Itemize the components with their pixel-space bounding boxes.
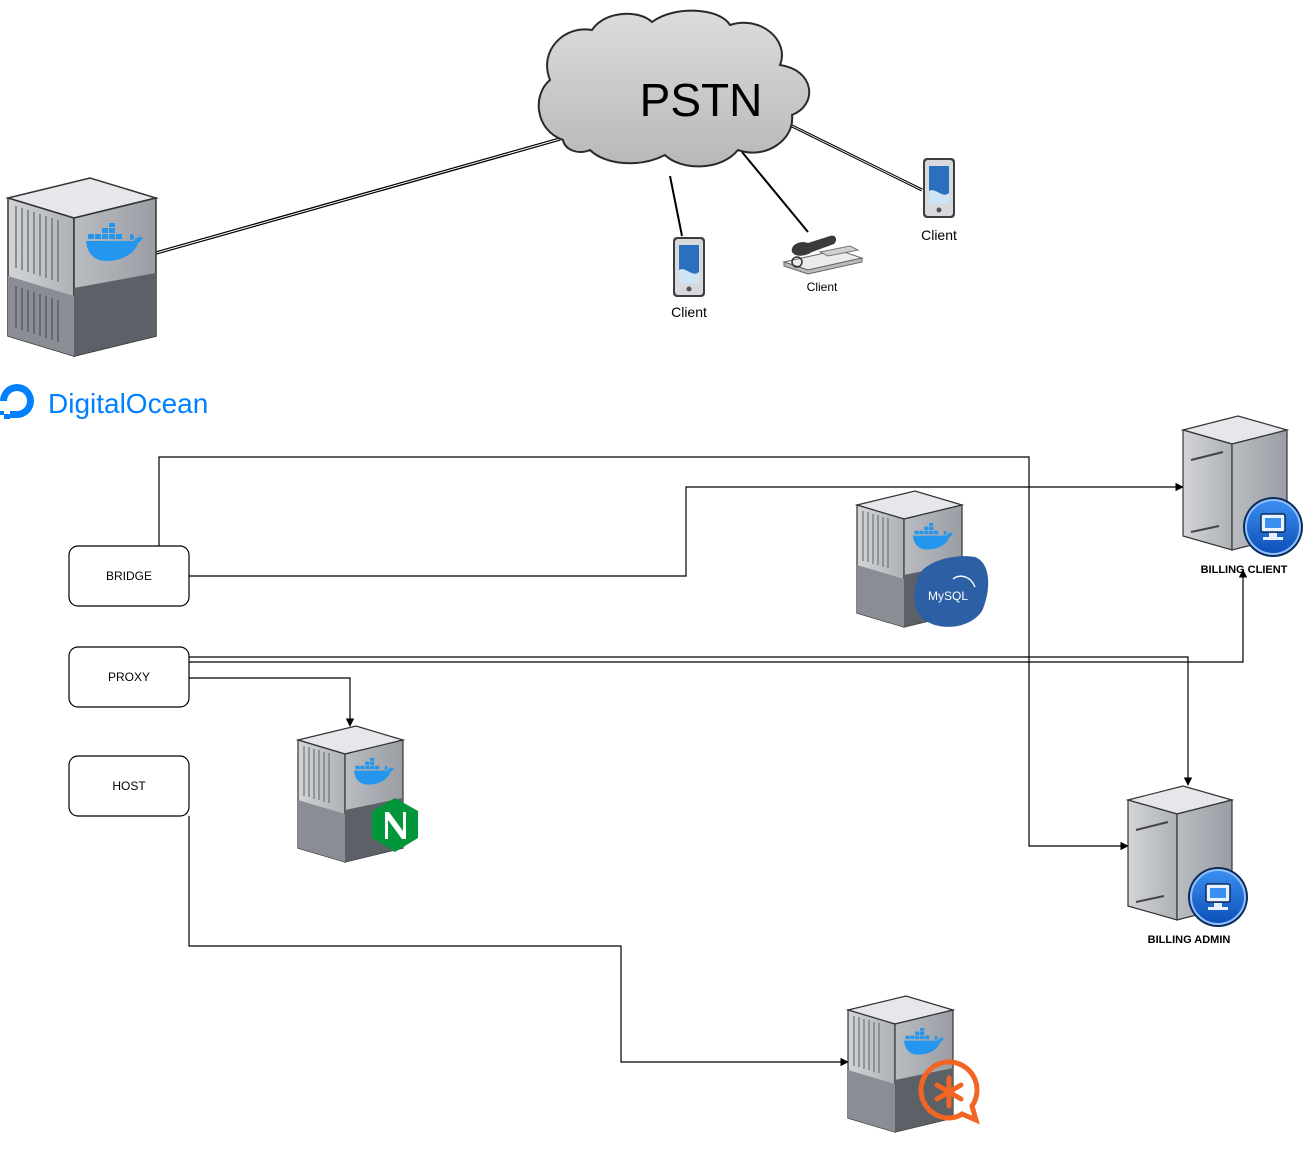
network-box bbox=[68, 545, 190, 607]
connector-proxy-billing-client bbox=[189, 569, 1248, 663]
link-pstn-client-1 bbox=[669, 175, 683, 237]
client-mobile-1: Client bbox=[671, 237, 707, 320]
pstn-cloud: PSTN bbox=[537, 9, 811, 168]
smartphone-icon bbox=[923, 158, 955, 218]
cloud-shape bbox=[537, 9, 811, 168]
brand-name: DigitalOcean bbox=[48, 388, 208, 419]
connector-bridge-billing-client bbox=[189, 482, 1184, 577]
network-label: BRIDGE bbox=[106, 569, 152, 583]
pstn-links bbox=[155, 123, 923, 255]
billing-admin-server: BILLING ADMIN bbox=[1125, 785, 1248, 946]
network-bridge: BRIDGE bbox=[68, 545, 190, 607]
nginx-server bbox=[295, 725, 418, 863]
client-label: Client bbox=[671, 304, 707, 320]
monitor-badge-icon bbox=[1188, 867, 1248, 927]
nginx-icon bbox=[372, 798, 418, 852]
billing-client-server: BILLING CLIENT bbox=[1180, 415, 1303, 576]
billing-client-label: BILLING CLIENT bbox=[1201, 564, 1288, 576]
billing-admin-label: BILLING ADMIN bbox=[1148, 934, 1231, 946]
digitalocean-icon bbox=[0, 384, 34, 419]
network-host: HOST bbox=[68, 755, 190, 817]
smartphone-icon bbox=[673, 237, 705, 297]
connector-proxy-nginx bbox=[189, 677, 355, 727]
desk-phone-icon bbox=[782, 235, 864, 275]
network-box bbox=[68, 646, 190, 708]
mysql-server: MySQL bbox=[854, 490, 989, 628]
network-connectors bbox=[158, 456, 1248, 1067]
asterisk-server bbox=[845, 995, 980, 1133]
network-box bbox=[68, 755, 190, 817]
client-mobile-2: Client bbox=[921, 158, 957, 243]
droplet-server bbox=[5, 177, 159, 358]
asterisk-icon bbox=[918, 1059, 980, 1125]
network-proxy: PROXY bbox=[68, 646, 190, 708]
mysql-label: MySQL bbox=[928, 589, 968, 603]
cloud-label: PSTN bbox=[640, 74, 763, 126]
connector-bridge-billing-admin bbox=[158, 456, 1129, 851]
connector-proxy-billing-admin bbox=[189, 656, 1193, 786]
connector-host-asterisk bbox=[188, 816, 849, 1067]
mysql-icon: MySQL bbox=[914, 556, 989, 627]
monitor-badge-icon bbox=[1243, 497, 1303, 557]
client-label: Client bbox=[807, 280, 838, 294]
client-desk-phone: Client bbox=[782, 235, 864, 294]
network-label: PROXY bbox=[108, 670, 150, 684]
digitalocean-logo: DigitalOcean bbox=[0, 384, 208, 419]
client-label: Client bbox=[921, 227, 957, 243]
link-pstn-client-2 bbox=[741, 151, 809, 233]
network-label: HOST bbox=[112, 779, 146, 793]
